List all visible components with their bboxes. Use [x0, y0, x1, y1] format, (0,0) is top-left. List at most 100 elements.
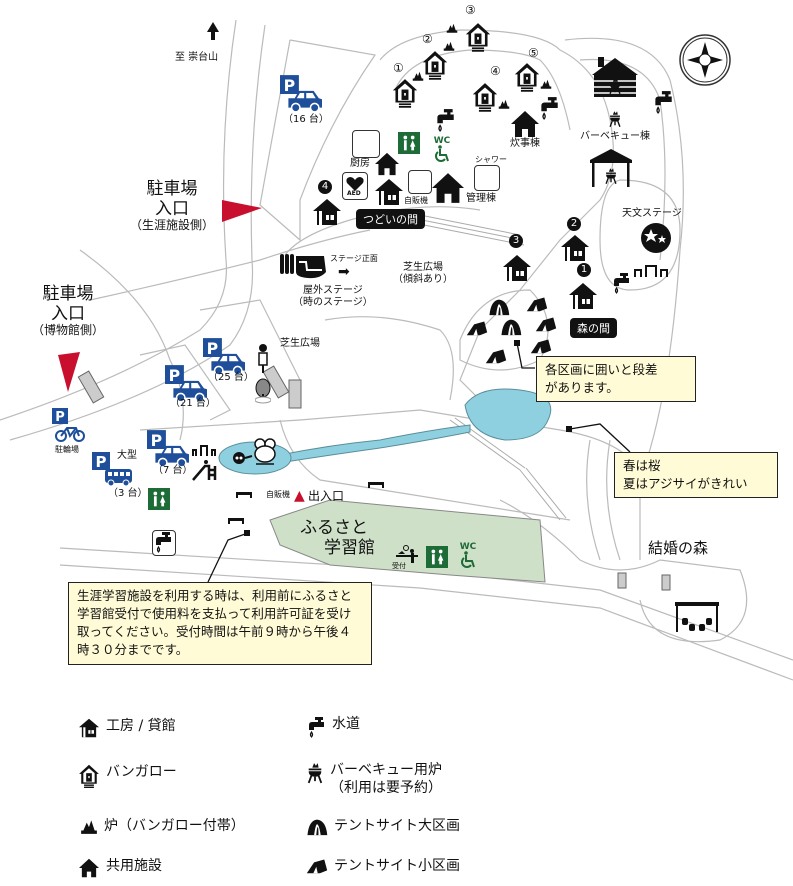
fire-pit-icon — [498, 98, 510, 109]
map-legend: 工房 / 貸館 水道 バンガロー バーベキュー用炉（利用は要予約） 炉（バンガロ… — [0, 700, 793, 886]
kitchen-icon — [352, 130, 380, 158]
bbq-building-icon — [590, 55, 640, 100]
outdoor-stage-label: 屋外ステージ （時のステージ） — [293, 285, 373, 308]
legend-item-tent-large: テントサイト大区画 — [306, 818, 460, 836]
bbq-building-label: バーベキュー棟 — [580, 131, 650, 142]
frog-statue-icon — [252, 438, 278, 466]
faucet-icon — [434, 108, 456, 132]
map-roads — [0, 19, 793, 681]
entrance-label: 出入口 — [308, 489, 345, 503]
gazebo-icon — [673, 600, 721, 636]
astronomy-stage-label: 天文ステージ — [622, 208, 682, 219]
playground-icon — [190, 442, 218, 482]
bungalow-3-number: ③ — [465, 3, 476, 17]
bbq-pavilion-icon — [588, 148, 634, 190]
legend-item-faucet: 水道 — [306, 716, 360, 738]
parking-25-label: （25 台） — [208, 372, 254, 383]
compass-icon — [679, 34, 731, 86]
lawn-label: 芝生広場 — [280, 338, 320, 349]
toilet-icon — [148, 488, 170, 510]
shared-facility-icon — [78, 858, 100, 878]
fire-pit-icon — [80, 818, 98, 834]
workshop-number-2: 2 — [567, 217, 581, 231]
bbq-grill-icon — [608, 110, 622, 128]
tent-large-icon — [306, 818, 328, 836]
tent-notice-box: 各区画に囲いと段差 があります。 — [536, 356, 696, 403]
accessible-wc-icon — [432, 134, 452, 164]
bicycle-parking-icon: P — [52, 408, 86, 444]
entry-marker-lifelong — [222, 200, 262, 222]
toilet-icon — [398, 132, 420, 154]
fire-pit-icon — [446, 22, 458, 33]
wedding-forest-label: 結婚の森 — [648, 539, 709, 557]
sloped-lawn-label: 芝生広場 （傾斜あり） — [393, 262, 453, 285]
management-building-icon — [430, 172, 466, 204]
aed-icon: AED — [342, 172, 368, 200]
shower-label: シャワー — [475, 155, 507, 164]
park-map: 至 崇台山 駐車場 入口 （生涯施設側） 駐車場 入口 （博物館側） （16 台… — [0, 3, 793, 681]
entry-marker-museum — [58, 352, 80, 392]
bungalow-2-number: ② — [422, 32, 433, 46]
faucet-icon — [538, 96, 560, 120]
pond-creature-icon — [232, 450, 254, 464]
bungalow-icon — [422, 50, 448, 80]
pond — [464, 388, 552, 441]
bungalow-5-number: ⑤ — [528, 46, 539, 60]
workshop-icon — [374, 178, 404, 206]
shower-icon — [474, 165, 500, 191]
stage-front-arrow-icon: ➡ — [338, 264, 350, 280]
vending-label-2: 自販機 — [266, 490, 290, 499]
outdoor-stage-icon — [280, 252, 328, 282]
shared-facility-icon — [510, 110, 540, 138]
shared-facility-icon — [374, 152, 400, 176]
star-sky-icon — [641, 223, 671, 253]
tent-small-icon — [306, 858, 328, 874]
vending-machine-icon — [408, 170, 432, 194]
season-notice-box: 春は桜 夏はアジサイがきれい — [614, 452, 778, 499]
workshop-icon — [502, 254, 532, 282]
stage-front-label: ステージ正面 — [330, 254, 378, 263]
workshop-icon — [560, 234, 590, 262]
parking-7-label: （7 台） — [153, 465, 193, 476]
bus-size-label: 大型 — [117, 450, 137, 461]
parking-bus-icon: P — [92, 452, 132, 488]
svg-text:P: P — [96, 453, 107, 471]
vending-label: 自販機 — [404, 196, 428, 205]
parking-car-icon — [147, 430, 189, 468]
bungalow-icon — [472, 82, 498, 112]
legend-item-fire-pit: 炉（バンガロー付帯） — [80, 818, 245, 836]
legend-item-bungalow: バンガロー — [78, 764, 177, 788]
svg-text:P: P — [55, 410, 65, 425]
workshop-icon — [568, 282, 598, 310]
mori-room-label: 森の間 — [570, 318, 617, 338]
bungalow-1-number: ① — [393, 61, 404, 75]
direction-label: 至 崇台山 — [175, 52, 219, 63]
bungalow-icon — [514, 62, 540, 92]
legend-item-workshop: 工房 / 貸館 — [78, 718, 176, 738]
workshop-number-3: 3 — [509, 234, 523, 248]
parking-car-icon — [280, 75, 322, 113]
workshop-icon — [78, 718, 100, 738]
bicycle-parking-label: 駐輪場 — [55, 445, 79, 454]
bungalow-icon — [392, 78, 418, 108]
kitchen-label: 厨房 — [350, 158, 370, 169]
entrance-arrow-icon: ▲ — [294, 488, 305, 504]
toilet-icon — [426, 546, 448, 568]
faucet-box-icon — [152, 530, 176, 556]
workshop-number-4: 4 — [318, 180, 332, 194]
cooking-building-label: 炊事棟 — [510, 138, 540, 149]
management-label: 管理棟 — [466, 193, 496, 204]
furusato-hall-label: ふるさと 学習館 — [300, 518, 375, 559]
bungalow-icon — [78, 764, 100, 788]
parking-entrance-museum: 駐車場 入口 （博物館側） — [32, 284, 105, 338]
bungalow-icon — [465, 22, 491, 52]
bbq-grill-icon — [306, 762, 324, 784]
tsudoi-room-label: つどいの間 — [356, 209, 425, 229]
fire-pit-icon — [443, 40, 455, 51]
faucet-icon — [611, 272, 631, 294]
bench-table-icon — [632, 263, 670, 277]
legend-item-bbq-grill: バーベキュー用炉（利用は要予約） — [306, 762, 442, 797]
parking-21-label: （21 台） — [170, 398, 216, 409]
bungalow-4-number: ④ — [490, 64, 501, 78]
legend-item-shared-facility: 共用施設 — [78, 858, 162, 878]
